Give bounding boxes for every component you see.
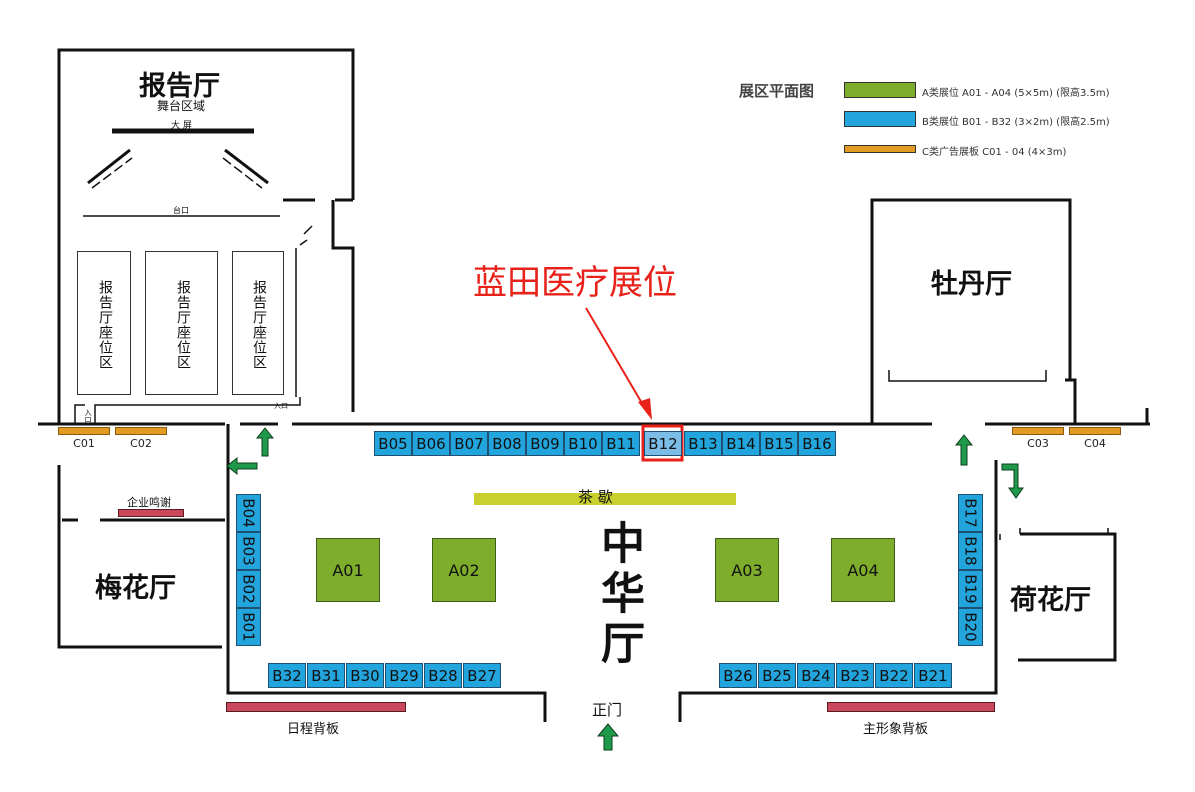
sponsor-board [118, 509, 184, 517]
booth-b09[interactable]: B09 [526, 431, 564, 456]
report-entrance-left: 入口 [84, 409, 92, 423]
report-hall-name: 报告厅 [139, 71, 220, 102]
main-visual-board-label: 主形象背板 [863, 722, 929, 737]
booth-a03[interactable]: A03 [715, 538, 779, 602]
booth-b06[interactable]: B06 [412, 431, 450, 456]
main-visual-board [827, 702, 995, 712]
c-panel-c04 [1069, 427, 1121, 435]
booth-b23[interactable]: B23 [836, 663, 874, 688]
seating-area-center: 报告厅座位区 [145, 251, 218, 395]
booth-b05[interactable]: B05 [374, 431, 412, 456]
legend-swatch-c [844, 145, 916, 153]
c-panel-label: C02 [130, 437, 152, 450]
booth-b20[interactable]: B20 [958, 608, 983, 646]
seating-area-left: 报告厅座位区 [77, 251, 131, 395]
booth-b26[interactable]: B26 [719, 663, 757, 688]
booth-a02[interactable]: A02 [432, 538, 496, 602]
booth-b24[interactable]: B24 [797, 663, 835, 688]
tea-break-bar [474, 493, 736, 505]
podium-label: 台口 [173, 206, 189, 215]
legend-swatch-a [844, 82, 916, 98]
booth-b21[interactable]: B21 [914, 663, 952, 688]
legend-label-c: C类广告展板 C01 - 04 (4×3m) [922, 147, 1067, 158]
arrow-up-icon [954, 434, 974, 466]
booth-b32[interactable]: B32 [268, 663, 306, 688]
booth-b16[interactable]: B16 [798, 431, 836, 456]
c-panel-c03 [1012, 427, 1064, 435]
booth-b15[interactable]: B15 [760, 431, 798, 456]
plum-hall-name: 梅花厅 [95, 573, 176, 604]
seating-area-label: 报告厅座位区 [251, 280, 267, 370]
booth-b08[interactable]: B08 [488, 431, 526, 456]
arrow-up-icon [255, 427, 275, 457]
booth-b29[interactable]: B29 [385, 663, 423, 688]
stage-area-label: 舞台区域 [157, 99, 206, 113]
arrow-left-icon [226, 456, 258, 476]
booth-b13[interactable]: B13 [684, 431, 722, 456]
peony-hall-name: 牡丹厅 [931, 269, 1012, 300]
booth-b03[interactable]: B03 [236, 532, 261, 570]
booth-b07[interactable]: B07 [450, 431, 488, 456]
booth-b19[interactable]: B19 [958, 570, 983, 608]
schedule-board [226, 702, 406, 712]
booth-b17[interactable]: B17 [958, 494, 983, 532]
c-panel-label: C03 [1027, 437, 1049, 450]
c-panel-c02 [115, 427, 167, 435]
booth-b30[interactable]: B30 [346, 663, 384, 688]
highlight-label: 蓝田医疗展位 [473, 263, 677, 303]
booth-b02[interactable]: B02 [236, 570, 261, 608]
schedule-board-label: 日程背板 [287, 722, 340, 737]
c-panel-label: C01 [73, 437, 95, 450]
c-panel-label: C04 [1084, 437, 1106, 450]
booth-b22[interactable]: B22 [875, 663, 913, 688]
booth-b27[interactable]: B27 [463, 663, 501, 688]
booth-b01[interactable]: B01 [236, 608, 261, 646]
legend-label-a: A类展位 A01 - A04 (5×5m) (限高3.5m) [922, 88, 1110, 99]
seating-area-label: 报告厅座位区 [175, 280, 191, 370]
booth-b25[interactable]: B25 [758, 663, 796, 688]
legend-label-b: B类展位 B01 - B32 (3×2m) (限高2.5m) [922, 117, 1110, 128]
seating-area-right: 报告厅座位区 [232, 251, 284, 395]
booth-b28[interactable]: B28 [424, 663, 462, 688]
main-hall-name: 中华厅 [593, 520, 644, 670]
booth-b12[interactable]: B12 [644, 431, 682, 456]
booth-a01[interactable]: A01 [316, 538, 380, 602]
report-entrance-right: 入口 [274, 402, 288, 410]
screen-label: 大 屏 [171, 121, 192, 131]
arrow-bend-down-icon [1001, 463, 1024, 499]
booth-b11[interactable]: B11 [602, 431, 640, 456]
booth-b18[interactable]: B18 [958, 532, 983, 570]
booth-b04[interactable]: B04 [236, 494, 261, 532]
sponsor-board-label: 企业鸣谢 [127, 496, 171, 509]
booth-b31[interactable]: B31 [307, 663, 345, 688]
main-gate-label: 正门 [592, 701, 623, 719]
seating-area-label: 报告厅座位区 [97, 280, 113, 370]
tea-break-label: 茶 歇 [578, 488, 613, 506]
arrow-up-icon [596, 723, 620, 751]
lotus-hall-name: 荷花厅 [1010, 585, 1091, 616]
legend-swatch-b [844, 111, 916, 127]
booth-b10[interactable]: B10 [564, 431, 602, 456]
legend-title: 展区平面图 [739, 82, 815, 100]
c-panel-c01 [58, 427, 110, 435]
booth-a04[interactable]: A04 [831, 538, 895, 602]
booth-b14[interactable]: B14 [722, 431, 760, 456]
